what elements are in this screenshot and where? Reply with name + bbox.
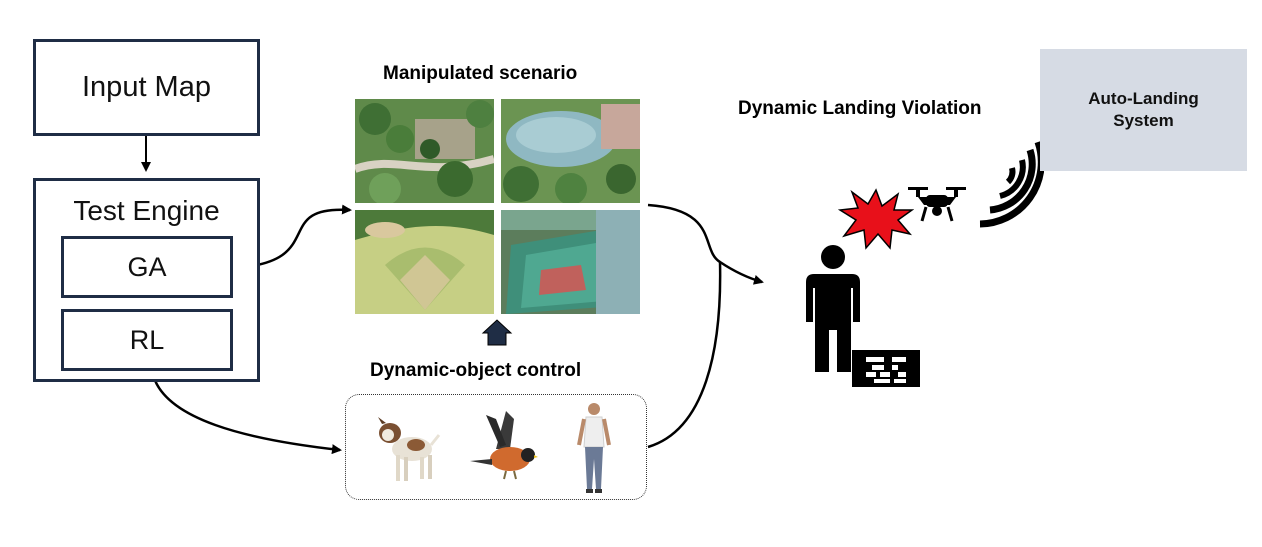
ga-box bbox=[61, 236, 233, 298]
dog-icon bbox=[378, 417, 441, 481]
scenario-image-baseball bbox=[355, 210, 494, 314]
scenario-image-park bbox=[355, 99, 494, 203]
input-map-box bbox=[33, 39, 260, 136]
drone-icon bbox=[908, 187, 966, 222]
up-arrow-dynamic-to-scenario bbox=[481, 319, 513, 346]
ga-label: GA bbox=[127, 251, 167, 282]
input-map-label: Input Map bbox=[82, 71, 211, 103]
lake-aerial-icon bbox=[501, 99, 640, 203]
dynamic-object-control-title: Dynamic-object control bbox=[370, 360, 582, 381]
scenario-image-court bbox=[501, 210, 640, 314]
auto-landing-system-box: Auto-Landing System bbox=[1040, 49, 1247, 171]
test-engine-label: Test Engine bbox=[73, 195, 220, 226]
park-aerial-icon bbox=[355, 99, 494, 203]
rl-label: RL bbox=[129, 324, 165, 355]
scenario-image-lake bbox=[501, 99, 640, 203]
collision-burst-icon bbox=[838, 188, 914, 250]
auto-landing-system-line1: Auto-Landing bbox=[1088, 89, 1199, 108]
landing-marker-icon bbox=[852, 350, 920, 387]
dynamic-object-box bbox=[345, 394, 647, 500]
wireless-signal-icon bbox=[979, 140, 1044, 228]
standing-person-icon bbox=[806, 245, 860, 372]
manipulated-scenario-title: Manipulated scenario bbox=[383, 63, 578, 84]
bird-icon bbox=[470, 411, 538, 480]
walking-person-icon bbox=[577, 403, 611, 493]
arrow-rl-to-dynamic bbox=[150, 369, 342, 455]
arrow-ga-to-scenario bbox=[233, 204, 352, 270]
auto-landing-system-line2: System bbox=[1113, 111, 1174, 130]
line-dynamic-to-merge bbox=[647, 261, 722, 449]
sports-court-icon bbox=[501, 210, 640, 314]
dynamic-landing-violation-title: Dynamic Landing Violation bbox=[738, 98, 982, 119]
baseball-field-icon bbox=[355, 210, 494, 314]
arrow-scenario-to-violation bbox=[647, 203, 764, 285]
rl-box bbox=[61, 309, 233, 371]
